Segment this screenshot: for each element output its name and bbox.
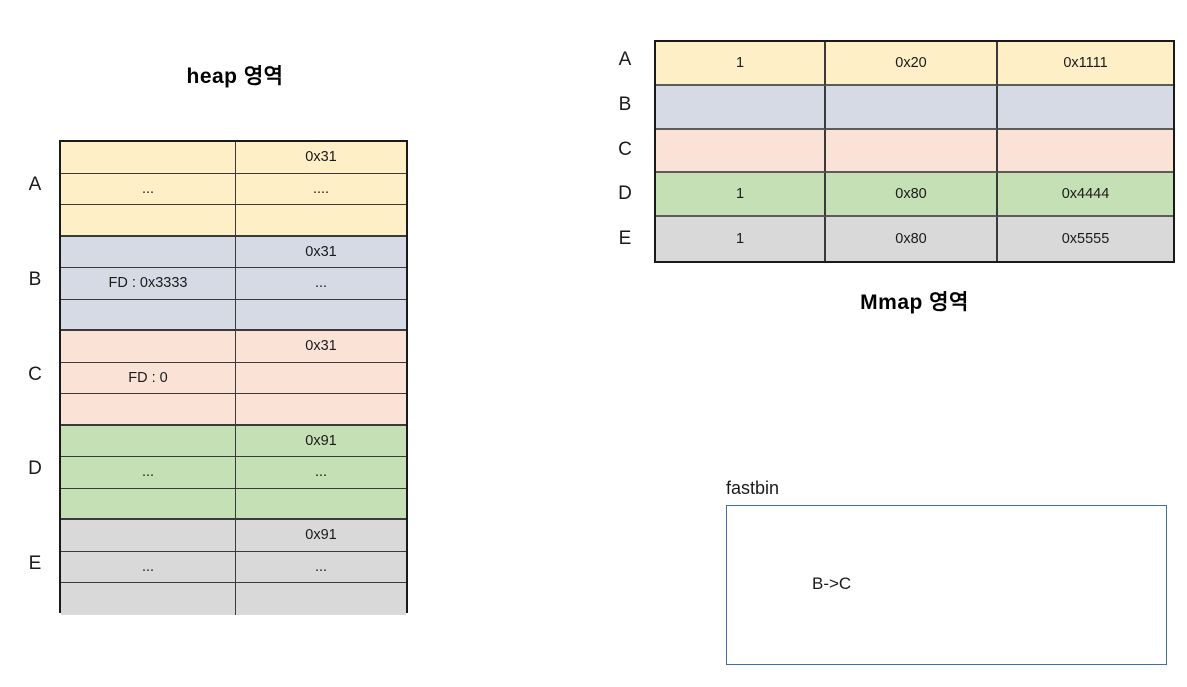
fastbin-chain-text: B->C	[812, 574, 852, 593]
heap-cell-size	[236, 205, 406, 237]
heap-cell-data: ...	[61, 551, 236, 584]
heap-group-label-d: D	[28, 458, 42, 480]
heap-title: heap 영역	[186, 65, 284, 88]
heap-cell-size: ...	[236, 268, 406, 300]
heap-row	[61, 488, 406, 521]
heap-cell-size: 0x31	[236, 142, 406, 174]
heap-row: 0x31	[61, 236, 406, 269]
heap-cell-data	[61, 142, 236, 174]
heap-cell-size: ....	[236, 174, 406, 206]
mmap-cell-flag: 1	[656, 42, 826, 86]
heap-row: ......	[61, 551, 406, 584]
heap-cell-data	[61, 236, 236, 269]
heap-row	[61, 205, 406, 237]
mmap-cell-size: 0x80	[826, 173, 998, 218]
mmap-cell-address	[998, 86, 1173, 130]
heap-row: .......	[61, 173, 406, 206]
heap-cell-size	[236, 300, 406, 332]
mmap-title: Mmap 영역	[860, 291, 969, 314]
heap-cell-data	[61, 520, 236, 552]
heap-cell-data	[61, 205, 236, 237]
heap-cell-data	[61, 394, 236, 426]
mmap-cell-flag: 1	[656, 173, 826, 218]
heap-row	[61, 394, 406, 426]
heap-cell-size	[236, 363, 406, 395]
heap-row: 0x91	[61, 425, 406, 458]
heap-cell-data	[61, 299, 236, 332]
heap-row: FD : 0	[61, 362, 406, 395]
heap-group-label-a: A	[28, 174, 42, 196]
heap-cell-size: 0x91	[236, 426, 406, 458]
heap-row: FD : 0x3333...	[61, 268, 406, 300]
heap-cell-data	[61, 583, 236, 615]
mmap-row	[656, 85, 1173, 130]
mmap-cell-size	[826, 129, 998, 174]
heap-group-label-e: E	[28, 552, 42, 574]
heap-cell-data: ...	[61, 173, 236, 206]
heap-cell-size: ...	[236, 552, 406, 584]
mmap-cell-address: 0x1111	[998, 42, 1173, 86]
mmap-cell-size	[826, 85, 998, 130]
heap-row: 0x91	[61, 520, 406, 552]
fastbin-label: fastbin	[726, 478, 780, 498]
mmap-cell-address	[998, 130, 1173, 174]
heap-cell-data	[61, 425, 236, 458]
heap-cell-size	[236, 583, 406, 615]
heap-cell-size: 0x31	[236, 237, 406, 269]
mmap-cell-address: 0x4444	[998, 173, 1173, 218]
heap-group-label-c: C	[28, 363, 42, 385]
mmap-cell-flag	[656, 129, 826, 174]
heap-cell-size: ...	[236, 457, 406, 489]
mmap-row-label-d: D	[618, 183, 632, 205]
heap-cell-size	[236, 489, 406, 521]
heap-cell-size	[236, 394, 406, 426]
heap-cell-size: 0x31	[236, 331, 406, 363]
heap-cell-data: FD : 0	[61, 362, 236, 395]
fastbin-box: B->C	[726, 505, 1167, 665]
mmap-row-label-b: B	[618, 93, 632, 115]
heap-row: ......	[61, 457, 406, 489]
mmap-row	[656, 129, 1173, 174]
mmap-cell-flag: 1	[656, 217, 826, 261]
heap-group-label-b: B	[28, 268, 42, 290]
mmap-row-label-e: E	[618, 227, 632, 249]
heap-row: 0x31	[61, 142, 406, 174]
mmap-cell-address: 0x5555	[1061, 231, 1110, 248]
mmap-cell-size: 0x80	[826, 217, 998, 261]
heap-row	[61, 583, 406, 615]
heap-cell-data: FD : 0x3333	[61, 268, 236, 300]
heap-cell-size: 0x91	[236, 520, 406, 552]
heap-cell-data	[61, 331, 236, 363]
heap-row	[61, 299, 406, 332]
mmap-cell-flag	[656, 85, 826, 130]
mmap-row-label-a: A	[618, 49, 632, 71]
heap-row: 0x31	[61, 331, 406, 363]
heap-cell-data: ...	[61, 457, 236, 489]
mmap-cell-size: 0x20	[826, 42, 998, 86]
heap-cell-data	[61, 488, 236, 521]
mmap-row-label-c: C	[618, 138, 632, 160]
